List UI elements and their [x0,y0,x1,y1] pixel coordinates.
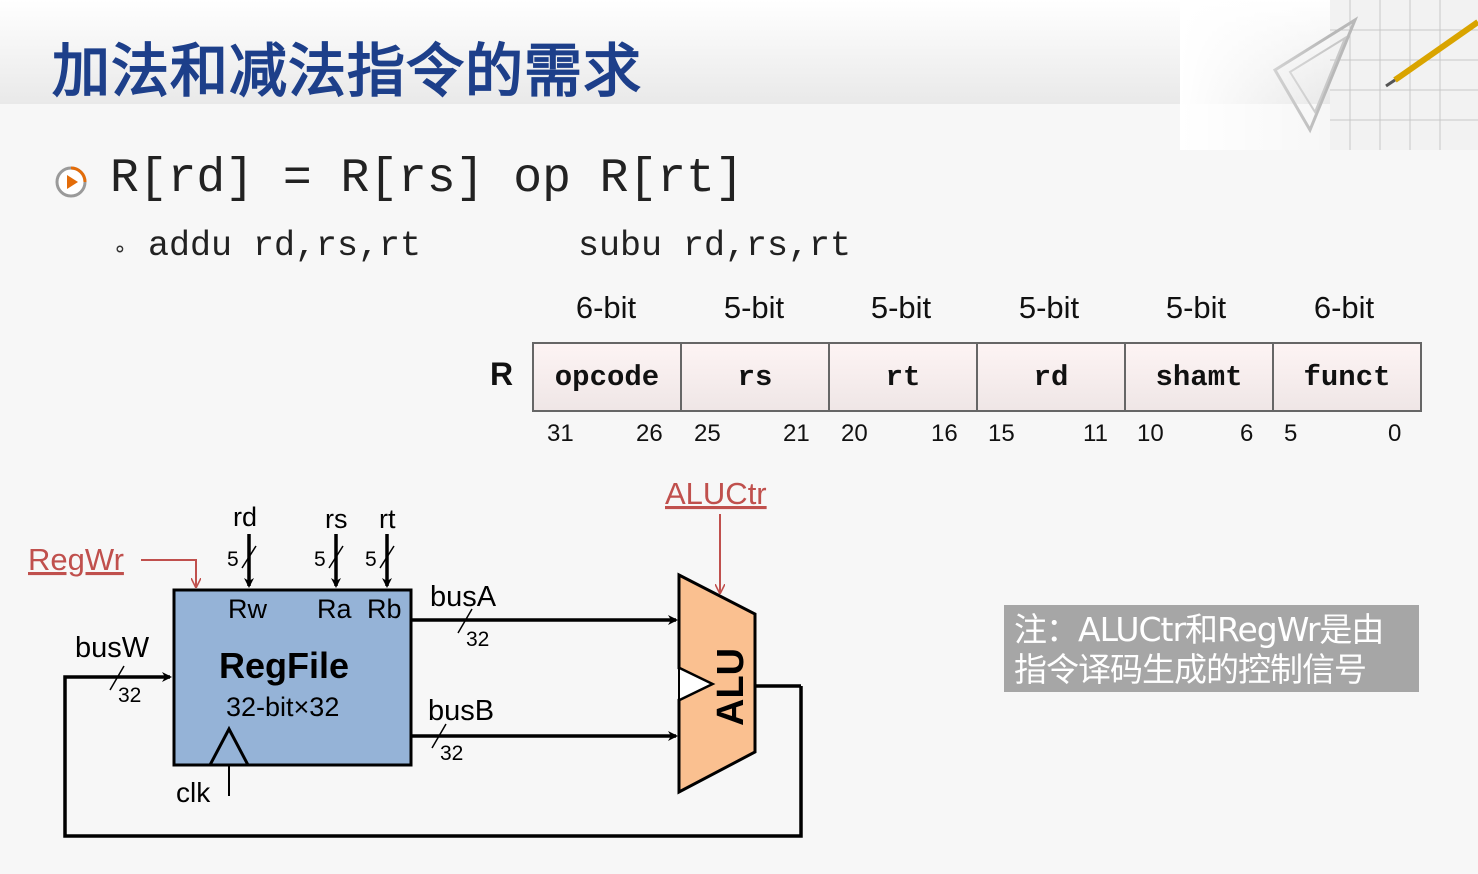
note-line-2: 指令译码生成的控制信号 [1014,650,1367,689]
regfile-size: 32-bit×32 [226,692,339,722]
width-slash [379,545,395,569]
bit-number: 31 [547,420,574,447]
sub-bullet-marker: ∘ [113,236,127,261]
rd-width-label: 5 [227,548,239,571]
busa-label: busA [430,581,497,613]
play-circle-bullet-icon [55,166,87,198]
field-width: 6-bit [1313,290,1375,325]
regfile-title: RegFile [219,645,349,686]
addu-instruction: addu rd,rs,rt [148,226,422,266]
width-slash [109,665,125,691]
regwr-wire [141,559,196,586]
width-slash [457,608,473,634]
rtl-expression: R[rd] = R[rs] op R[rt] [110,152,744,206]
format-type-label: R [490,356,514,392]
drafting-tools-decoration [1180,0,1478,150]
bit-number: 20 [841,420,868,447]
width-slash [431,723,447,749]
rb-port-label: Rb [367,594,402,624]
clk-label: clk [176,777,211,808]
bit-number: 0 [1388,420,1402,447]
instruction-format-row: opcode rs rt rd shamt funct [532,342,1422,412]
rs-input-label: rs [325,504,348,534]
rs-width-label: 5 [314,548,326,571]
busw-label: busW [75,632,150,664]
bit-number: 10 [1137,420,1164,447]
bit-number: 16 [931,420,958,447]
regwr-label: RegWr [28,542,124,577]
busw-width: 32 [118,684,141,707]
bit-number: 6 [1240,420,1254,447]
field-rd: rd [976,342,1126,412]
field-rt: rt [828,342,978,412]
field-funct: funct [1272,342,1422,412]
alu-notch [678,666,715,702]
clock-edge-icon [208,725,250,766]
rt-input-label: rt [379,504,396,534]
bit-number: 11 [1083,420,1108,447]
busb-label: busB [428,695,494,727]
field-width: 5-bit [1018,290,1080,325]
rt-width-label: 5 [365,548,377,571]
regfile-block [172,588,413,767]
bit-number: 15 [988,420,1015,447]
subu-instruction: subu rd,rs,rt [578,226,852,266]
field-width: 5-bit [1165,290,1227,325]
bit-number: 26 [636,420,663,447]
rw-port-label: Rw [228,594,267,624]
aluctr-label: ALUCtr [665,476,767,511]
bit-number: 5 [1284,420,1298,447]
busw-wire [63,672,803,838]
width-slash [328,545,344,569]
rd-input-label: rd [233,502,257,532]
alu-label: ALU [710,648,752,726]
field-width: 5-bit [870,290,932,325]
ra-port-label: Ra [317,594,352,624]
field-width: 5-bit [723,290,785,325]
bit-number: 21 [783,420,810,447]
note-box: 注：ALUCtr和RegWr是由 指令译码生成的控制信号 [1004,605,1419,692]
bit-number: 25 [694,420,721,447]
busb-width: 32 [440,742,463,765]
busa-width: 32 [466,628,489,651]
slide-title: 加法和减法指令的需求 [52,37,643,105]
field-shamt: shamt [1124,342,1274,412]
field-opcode: opcode [532,342,682,412]
note-line-1: 注：ALUCtr和RegWr是由 [1014,610,1384,649]
field-width: 6-bit [575,290,637,325]
width-slash [241,545,257,569]
field-rs: rs [680,342,830,412]
